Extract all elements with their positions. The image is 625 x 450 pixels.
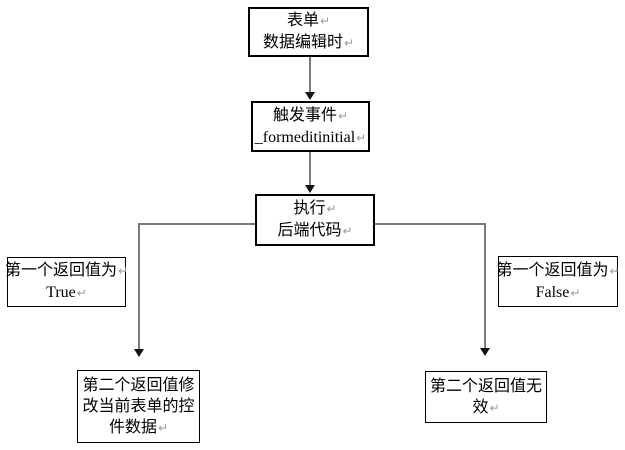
return-mark-icon: ↵ xyxy=(356,130,367,145)
box-text: _formeditinitial xyxy=(254,128,356,146)
box-text: 第二个返回值无 xyxy=(429,377,542,395)
box-line: 改当前表单的控 xyxy=(82,396,194,417)
box-line: 效↵ xyxy=(472,397,499,419)
return-mark-icon: ↵ xyxy=(342,224,353,238)
box-line: _formeditinitial↵ xyxy=(255,127,366,149)
return-mark-icon: ↵ xyxy=(570,285,581,300)
flowchart-box-modify-controls: 第二个返回值修 改当前表单的控 件数据↵ xyxy=(77,370,200,443)
box-text: 触发事件 xyxy=(272,106,337,124)
return-mark-icon: ↵ xyxy=(337,108,349,123)
flowchart-box-return-true: 第一个返回值为↵ True↵ xyxy=(5,257,128,307)
box-line: 第一个返回值为↵ xyxy=(5,260,128,282)
box-line: 件数据↵ xyxy=(109,417,168,439)
return-mark-icon: ↵ xyxy=(326,202,337,216)
return-mark-icon: ↵ xyxy=(117,264,129,278)
arrowhead-down-icon xyxy=(305,185,315,193)
return-mark-icon: ↵ xyxy=(76,286,87,300)
return-mark-icon: ↵ xyxy=(319,14,331,28)
box-line: 触发事件↵ xyxy=(273,105,348,127)
box-line: 第二个返回值修 xyxy=(82,375,194,396)
box-text: False xyxy=(535,283,570,301)
box-text: 执行 xyxy=(293,200,326,217)
box-text: 效 xyxy=(472,398,489,416)
box-text: 表单 xyxy=(286,12,319,29)
box-text: 后端代码 xyxy=(277,222,342,239)
return-mark-icon: ↵ xyxy=(609,263,620,278)
box-line: 后端代码↵ xyxy=(277,220,352,242)
box-line: 数据编辑时↵ xyxy=(263,32,354,54)
connector-trigger-to-execute xyxy=(309,152,311,185)
box-line: 第二个返回值无 xyxy=(430,376,542,397)
flowchart-box-invalid-result: 第二个返回值无 效↵ xyxy=(425,371,547,423)
box-text: 第一个返回值为 xyxy=(4,262,117,279)
flowchart-box-form-edit: 表单↵ 数据编辑时↵ xyxy=(248,7,369,57)
box-text: 第一个返回值为 xyxy=(496,261,609,279)
flowchart-box-return-false: 第一个返回值为↵ False↵ xyxy=(496,256,620,307)
box-text: 改当前表单的控 xyxy=(82,397,195,415)
connector-form-to-trigger xyxy=(309,57,311,92)
connector-left-branch-vertical xyxy=(138,223,140,350)
arrowhead-down-icon xyxy=(134,349,144,357)
return-mark-icon: ↵ xyxy=(157,420,169,435)
return-mark-icon: ↵ xyxy=(489,400,500,415)
box-line: True↵ xyxy=(46,282,87,304)
box-text: 第二个返回值修 xyxy=(82,376,195,394)
connector-right-branch-horizontal xyxy=(375,223,485,225)
box-line: 执行↵ xyxy=(293,198,336,220)
box-line: 第一个返回值为↵ xyxy=(496,260,619,282)
arrowhead-down-icon xyxy=(305,92,315,100)
box-line: False↵ xyxy=(536,282,581,304)
box-line: 表单↵ xyxy=(287,10,330,32)
connector-right-branch-vertical xyxy=(484,223,486,349)
box-text: 数据编辑时 xyxy=(262,34,343,51)
flowchart-box-trigger-event: 触发事件↵ _formeditinitial↵ xyxy=(251,101,370,152)
box-text: True xyxy=(46,284,76,301)
connector-left-branch-horizontal xyxy=(138,223,255,225)
return-mark-icon: ↵ xyxy=(343,36,355,50)
box-text: 件数据 xyxy=(108,418,157,436)
flowchart-box-execute-backend: 执行↵ 后端代码↵ xyxy=(255,194,375,246)
arrowhead-down-icon xyxy=(480,348,490,356)
